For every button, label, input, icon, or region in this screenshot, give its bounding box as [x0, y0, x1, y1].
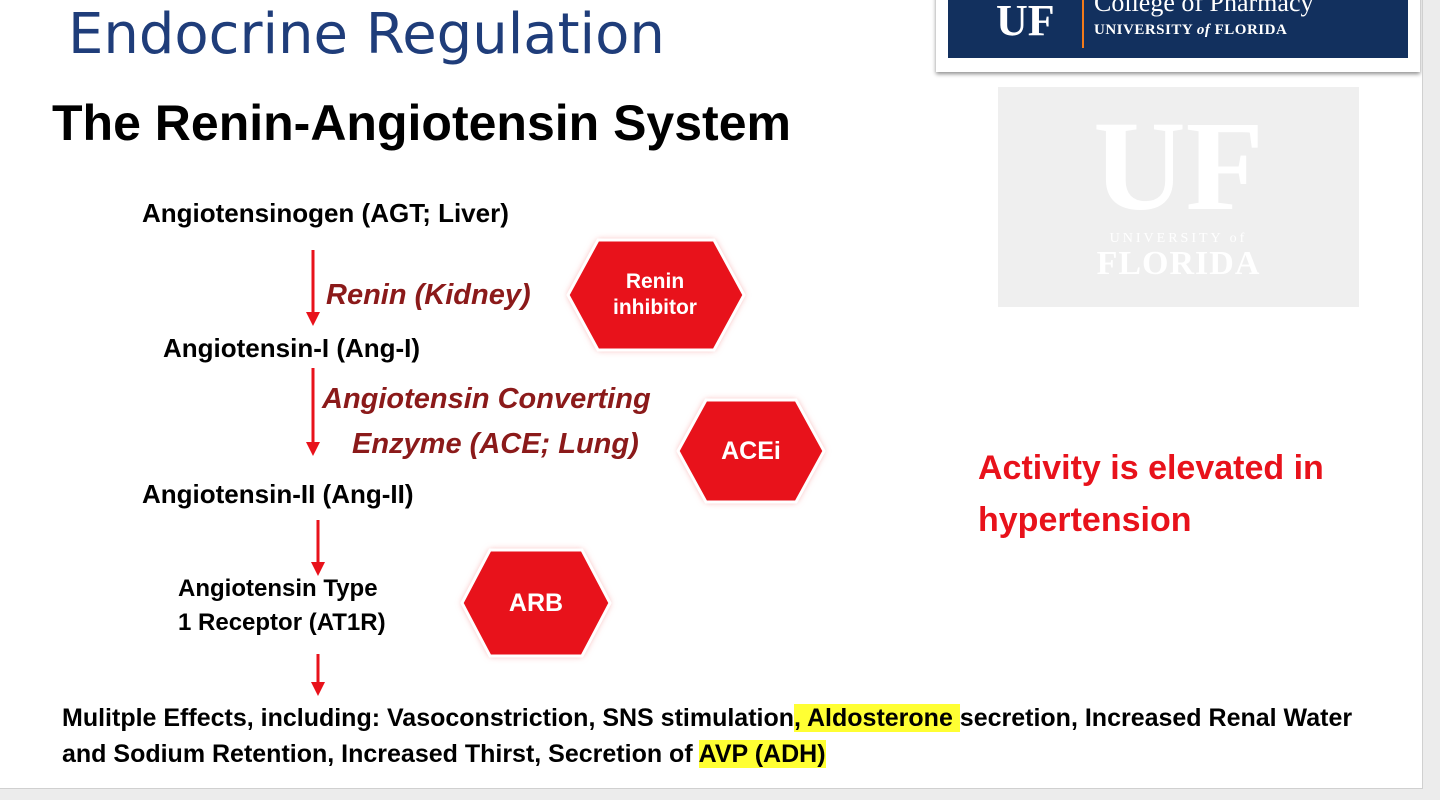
- effects-part2: secretion, Increased Renal Water and Sod…: [62, 704, 1353, 768]
- slide: Endocrine Regulation The Renin-Angiotens…: [0, 0, 1423, 789]
- enzyme-ace-line1: Angiotensin Converting: [322, 383, 651, 415]
- acei-label: ACEi: [721, 436, 781, 465]
- renin-inhibitor-line1: Renin: [625, 270, 685, 293]
- hexagon-stop-icon: [566, 238, 746, 352]
- node-at1r-line1: Angiotensin Type: [178, 575, 378, 602]
- hexagon-stop-icon: [460, 548, 612, 658]
- college-logo: UF College of Pharmacy UNIVERSITY of FLO…: [936, 0, 1420, 72]
- arrow-down-icon: [311, 520, 325, 576]
- watermark-mark: UF: [1093, 95, 1264, 237]
- renin-inhibitor-label: Renin inhibitor: [580, 262, 730, 328]
- renin-inhibitor-line2: inhibitor: [613, 296, 697, 319]
- pathway-graphics: [306, 238, 826, 696]
- effects-highlight-avp: AVP (ADH): [698, 740, 826, 768]
- node-angiotensin-ii: Angiotensin-II (Ang-II): [142, 479, 414, 509]
- logo-university-name: UNIVERSITY of FLORIDA: [1094, 22, 1287, 39]
- logo-band: UF College of Pharmacy UNIVERSITY of FLO…: [948, 0, 1408, 58]
- logo-university-prefix: UNIVERSITY: [1094, 22, 1197, 38]
- hypertension-note: Activity is elevated in hypertension: [978, 449, 1324, 539]
- arrow-down-icon: [306, 368, 320, 456]
- logo-separator: [1082, 0, 1084, 48]
- watermark-state: FLORIDA: [1096, 245, 1261, 282]
- effects-highlight-aldosterone: , Aldosterone: [794, 704, 960, 732]
- watermark-university: UNIVERSITY of: [1109, 231, 1248, 246]
- hexagon-stop-icon: [676, 398, 826, 504]
- enzyme-ace-line2: Enzyme (ACE; Lung): [352, 428, 639, 460]
- logo-college-name: College of Pharmacy: [1094, 0, 1314, 17]
- logo-uf-mark: UF: [996, 0, 1055, 45]
- watermark-logo: UF UNIVERSITY of FLORIDA: [998, 87, 1359, 307]
- node-angiotensin-i: Angiotensin-I (Ang-I): [163, 333, 421, 363]
- node-angiotensinogen: Angiotensinogen (AGT; Liver): [142, 198, 509, 228]
- node-at1r-line2: 1 Receptor (AT1R): [178, 609, 386, 636]
- effects-text: Mulitple Effects, including: Vasoconstri…: [62, 700, 1382, 772]
- page-title: Endocrine Regulation: [68, 2, 665, 67]
- enzyme-renin: Renin (Kidney): [326, 279, 531, 311]
- arrow-down-icon: [311, 654, 325, 696]
- arrow-down-icon: [306, 250, 320, 326]
- effects-part1: Mulitple Effects, including: Vasoconstri…: [62, 704, 795, 732]
- arb-label: ARB: [508, 588, 564, 617]
- logo-university-suffix: FLORIDA: [1210, 22, 1288, 38]
- logo-university-of: of: [1196, 22, 1211, 38]
- slide-subtitle: The Renin-Angiotensin System: [52, 95, 791, 151]
